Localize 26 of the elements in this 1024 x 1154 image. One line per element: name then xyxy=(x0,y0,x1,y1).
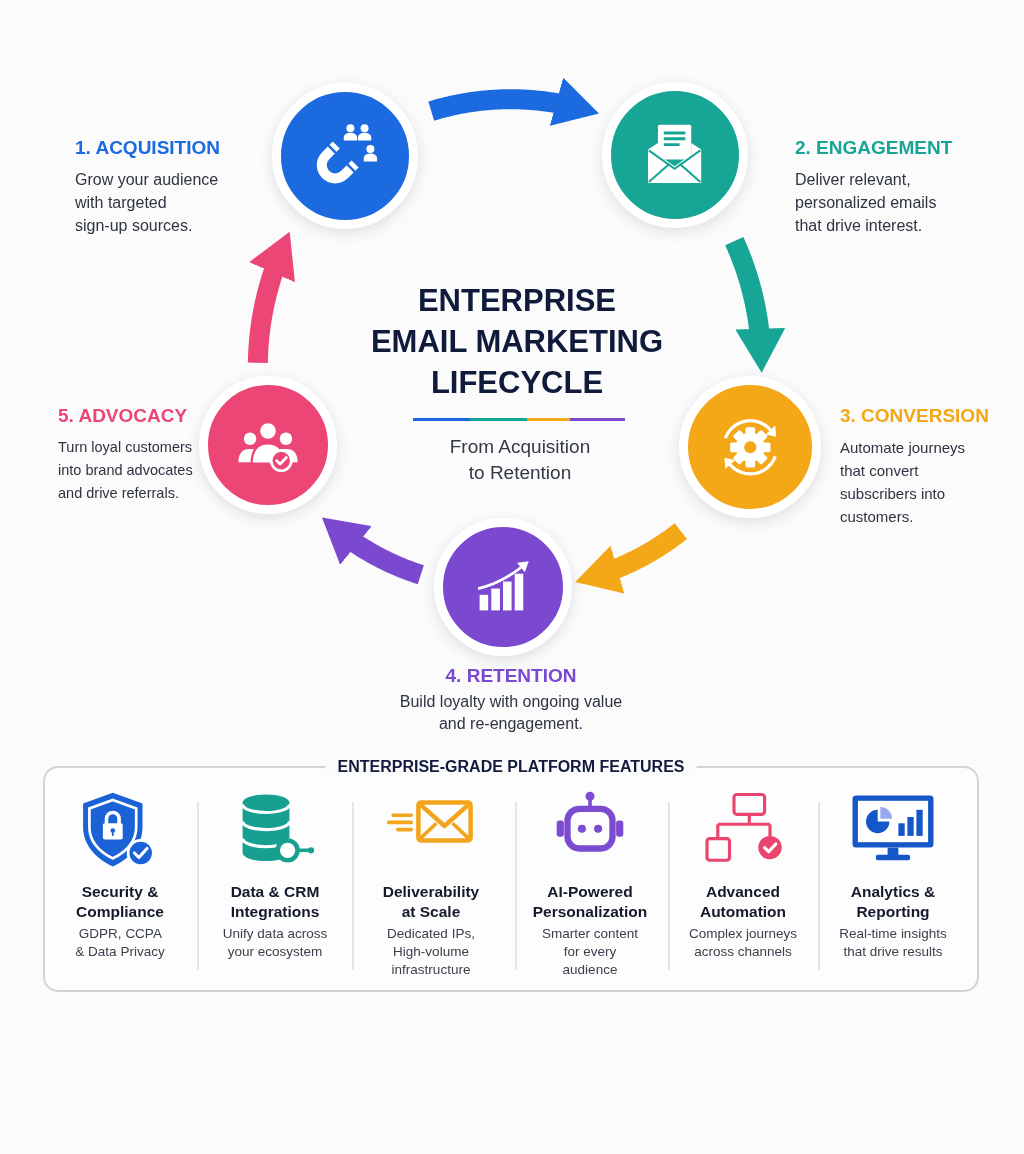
feature-description: Dedicated IPs, High-volume infrastructure xyxy=(386,925,476,979)
stage-heading: 5. ADVOCACY xyxy=(58,404,189,428)
stage-heading: 4. RETENTION xyxy=(445,664,577,688)
stage-description: Deliver relevant, personalized emails that drive interest. xyxy=(795,170,938,236)
stage-heading: 3. CONVERSION xyxy=(840,404,990,428)
feature-description: Real-time insights that drive results xyxy=(838,925,948,961)
subtitle: From Acquisition to Retention xyxy=(449,435,591,485)
stage-heading: 2. ENGAGEMENT xyxy=(795,136,954,160)
feature-description: Unify data across your ecosystem xyxy=(222,925,328,961)
stage-description: Build loyalty with ongoing value and re-engagement. xyxy=(399,692,623,734)
panel-heading: ENTERPRISE-GRADE PLATFORM FEATURES xyxy=(337,758,685,775)
feature-title: Security & Compliance xyxy=(75,882,165,922)
feature-title: Analytics & Reporting xyxy=(850,882,936,922)
feature-description: Complex journeys across channels xyxy=(688,925,798,961)
cycle-arrow xyxy=(575,522,689,594)
stage-heading: 1. ACQUISITION xyxy=(75,136,221,160)
feature-title: Deliverability at Scale xyxy=(382,882,480,922)
diagram-title: ENTERPRISE EMAIL MARKETING LIFECYCLE xyxy=(370,282,664,402)
stage-description: Automate journeys that convert subscribers into customers. xyxy=(840,438,967,527)
feature-description: Smarter content for every audience xyxy=(541,925,639,979)
stage-description: Grow your audience with targeted sign-up sources. xyxy=(75,170,220,236)
feature-title: Advanced Automation xyxy=(699,882,787,922)
stage-description: Turn loyal customers into brand advocates and drive referrals. xyxy=(58,438,194,503)
feature-description: GDPR, CCPA & Data Privacy xyxy=(74,925,166,961)
feature-title: Data & CRM Integrations xyxy=(230,882,320,922)
feature-title: AI-Powered Personalization xyxy=(532,882,648,922)
